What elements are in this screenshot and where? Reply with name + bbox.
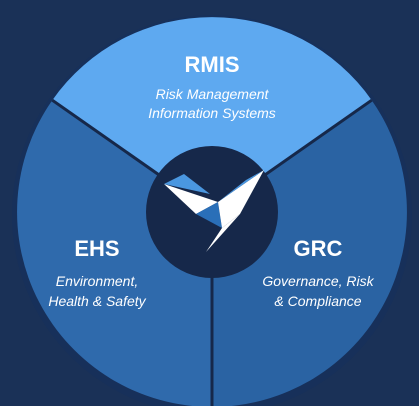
ehs-segment[interactable]: [17, 100, 212, 406]
bird-wing-facet: [218, 170, 264, 228]
ehs-subtitle-line-2: Health & Safety: [48, 293, 146, 309]
bird-wingtip-facet: [218, 170, 264, 202]
grc-subtitle-line-2: & Compliance: [274, 293, 361, 309]
bird-beak-facet: [164, 174, 210, 194]
bird-tail-facet: [206, 214, 240, 252]
ehs-title: EHS: [74, 236, 119, 261]
bird-head-facet: [164, 184, 218, 214]
bird-neck-facet: [196, 202, 222, 228]
grc-title: GRC: [294, 236, 343, 261]
ehs-subtitle-line-1: Environment,: [56, 273, 138, 289]
grc-subtitle-line-1: Governance, Risk: [262, 273, 374, 289]
origami-bird-logo-icon: [164, 170, 264, 252]
grc-segment[interactable]: [212, 100, 407, 406]
rmis-subtitle-line-2: Information Systems: [148, 105, 276, 121]
rmis-segment[interactable]: [52, 17, 372, 213]
rmis-title: RMIS: [185, 52, 240, 77]
rmis-subtitle-line-1: Risk Management: [156, 86, 270, 102]
